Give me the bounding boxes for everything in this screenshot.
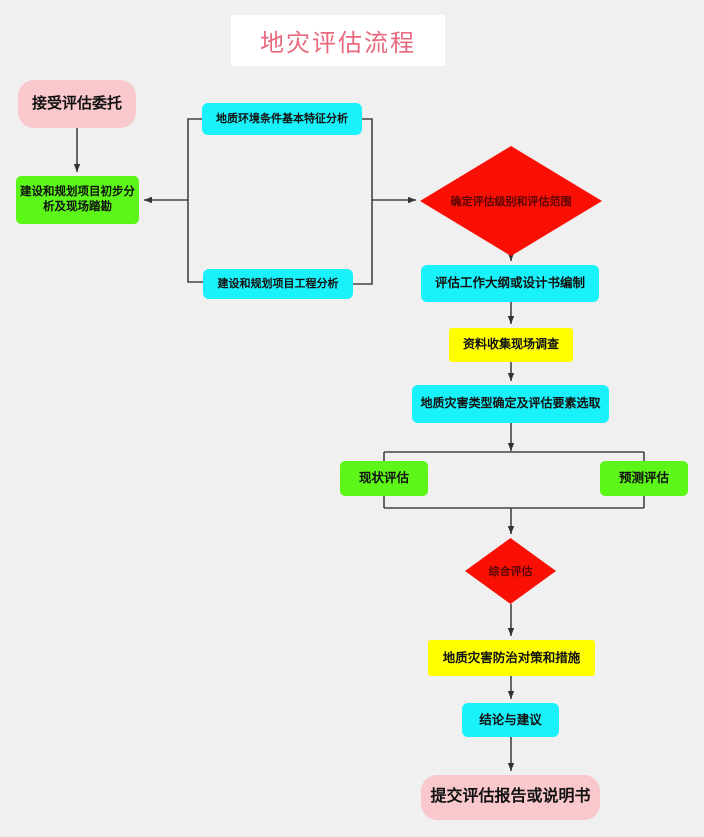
- node-preliminary-analysis[interactable]: 建设和规划项目初步分析及现场踏勘: [16, 176, 139, 224]
- node-comprehensive-assessment[interactable]: 综合评估: [465, 538, 556, 604]
- node-work-outline[interactable]: 评估工作大纲或设计书编制: [421, 265, 599, 302]
- node-hazard-types[interactable]: 地质灾害类型确定及评估要素选取: [412, 385, 609, 423]
- node-submit-report[interactable]: 提交评估报告或说明书: [421, 775, 600, 820]
- node-assessment-level[interactable]: 确定评估级别和评估范围: [420, 146, 602, 256]
- node-project-engineering[interactable]: 建设和规划项目工程分析: [203, 269, 353, 299]
- edge-right-rail: [353, 118, 373, 285]
- node-assessment-level-label: 确定评估级别和评估范围: [450, 196, 572, 208]
- node-geo-environment[interactable]: 地质环境条件基本特征分析: [202, 103, 362, 135]
- node-comprehensive-assessment-label: 综合评估: [488, 566, 533, 578]
- chart-title: 地灾评估流程: [231, 15, 445, 66]
- node-accept-assignment[interactable]: 接受评估委托: [18, 80, 136, 128]
- node-data-collection[interactable]: 资料收集现场调查: [449, 328, 573, 362]
- node-prevention-measures[interactable]: 地质灾害防治对策和措施: [428, 640, 595, 676]
- edge-left-rail: [187, 118, 203, 283]
- node-forecast-assessment[interactable]: 预测评估: [600, 461, 688, 496]
- node-conclusions[interactable]: 结论与建议: [462, 703, 559, 737]
- node-current-assessment[interactable]: 现状评估: [340, 461, 428, 496]
